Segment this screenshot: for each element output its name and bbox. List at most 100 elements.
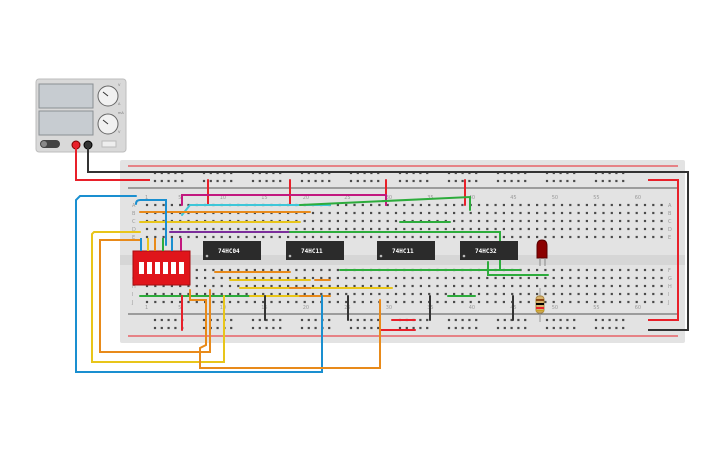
- hole[interactable]: [311, 211, 315, 215]
- hole[interactable]: [652, 203, 655, 207]
- hole[interactable]: [361, 235, 364, 239]
- hole[interactable]: [328, 300, 331, 304]
- hole[interactable]: [370, 276, 373, 280]
- hole[interactable]: [361, 219, 364, 223]
- hole[interactable]: [220, 235, 223, 239]
- hole[interactable]: [295, 276, 298, 280]
- hole[interactable]: [295, 284, 298, 288]
- hole[interactable]: [610, 203, 613, 207]
- hole[interactable]: [552, 292, 555, 296]
- hole[interactable]: [303, 235, 306, 239]
- hole[interactable]: [594, 318, 598, 322]
- hole[interactable]: [345, 203, 348, 207]
- hole[interactable]: [524, 179, 527, 183]
- hole[interactable]: [272, 179, 275, 183]
- hole[interactable]: [167, 318, 170, 322]
- hole[interactable]: [336, 276, 339, 280]
- hole[interactable]: [475, 326, 478, 330]
- hole[interactable]: [627, 219, 630, 223]
- hole[interactable]: [511, 227, 514, 231]
- hole[interactable]: [602, 300, 605, 304]
- hole[interactable]: [544, 235, 547, 239]
- hole[interactable]: [461, 300, 464, 304]
- hole[interactable]: [353, 284, 356, 288]
- hole[interactable]: [228, 276, 232, 280]
- hole[interactable]: [162, 235, 165, 239]
- hole[interactable]: [552, 326, 555, 330]
- hole[interactable]: [559, 179, 562, 183]
- hole[interactable]: [577, 292, 580, 296]
- hole[interactable]: [212, 235, 215, 239]
- hole[interactable]: [559, 326, 562, 330]
- hole[interactable]: [559, 318, 562, 322]
- hole[interactable]: [469, 219, 472, 223]
- hole[interactable]: [411, 235, 414, 239]
- hole[interactable]: [181, 179, 184, 183]
- hole[interactable]: [552, 268, 555, 272]
- hole[interactable]: [295, 227, 298, 231]
- hole[interactable]: [577, 211, 580, 215]
- hole[interactable]: [566, 318, 569, 322]
- hole[interactable]: [511, 235, 514, 239]
- hole[interactable]: [170, 235, 173, 239]
- hole[interactable]: [411, 300, 414, 304]
- hole[interactable]: [394, 235, 398, 239]
- hole[interactable]: [411, 292, 414, 296]
- hole[interactable]: [336, 284, 339, 288]
- hole[interactable]: [594, 326, 598, 330]
- hole[interactable]: [220, 227, 223, 231]
- hole[interactable]: [496, 318, 500, 322]
- hole[interactable]: [627, 276, 630, 280]
- hole[interactable]: [573, 179, 576, 183]
- hole[interactable]: [652, 211, 655, 215]
- hole[interactable]: [544, 268, 547, 272]
- hole[interactable]: [328, 179, 331, 183]
- hole[interactable]: [502, 227, 505, 231]
- hole[interactable]: [353, 235, 356, 239]
- hole[interactable]: [569, 268, 572, 272]
- hole[interactable]: [204, 235, 207, 239]
- hole[interactable]: [394, 276, 398, 280]
- hole[interactable]: [517, 326, 520, 330]
- hole[interactable]: [517, 318, 520, 322]
- hole[interactable]: [170, 227, 173, 231]
- hole[interactable]: [220, 300, 223, 304]
- hole[interactable]: [378, 227, 381, 231]
- hole[interactable]: [187, 203, 190, 207]
- hole[interactable]: [496, 326, 500, 330]
- hole[interactable]: [594, 211, 597, 215]
- hole[interactable]: [187, 235, 190, 239]
- hole[interactable]: [278, 276, 281, 280]
- hole[interactable]: [320, 235, 323, 239]
- hole[interactable]: [320, 284, 323, 288]
- hole[interactable]: [569, 203, 572, 207]
- hole[interactable]: [287, 276, 290, 280]
- hole[interactable]: [545, 318, 549, 322]
- hole[interactable]: [486, 219, 489, 223]
- hole[interactable]: [552, 219, 555, 223]
- hole[interactable]: [428, 227, 431, 231]
- hole[interactable]: [560, 211, 564, 215]
- hole[interactable]: [635, 211, 638, 215]
- hole[interactable]: [577, 203, 580, 207]
- hole[interactable]: [356, 179, 359, 183]
- hole[interactable]: [311, 268, 315, 272]
- hole[interactable]: [212, 284, 215, 288]
- hole[interactable]: [336, 227, 339, 231]
- hole[interactable]: [527, 292, 530, 296]
- hole[interactable]: [602, 227, 605, 231]
- hole[interactable]: [454, 179, 457, 183]
- hole[interactable]: [403, 284, 406, 288]
- hole[interactable]: [619, 276, 622, 280]
- hole[interactable]: [300, 318, 304, 322]
- hole[interactable]: [345, 292, 348, 296]
- hole[interactable]: [363, 179, 366, 183]
- hole[interactable]: [527, 300, 530, 304]
- hole[interactable]: [652, 284, 655, 288]
- hole[interactable]: [552, 227, 555, 231]
- hole[interactable]: [361, 276, 364, 280]
- hole[interactable]: [403, 211, 406, 215]
- hole[interactable]: [519, 284, 522, 288]
- hole[interactable]: [527, 203, 530, 207]
- hole[interactable]: [469, 292, 472, 296]
